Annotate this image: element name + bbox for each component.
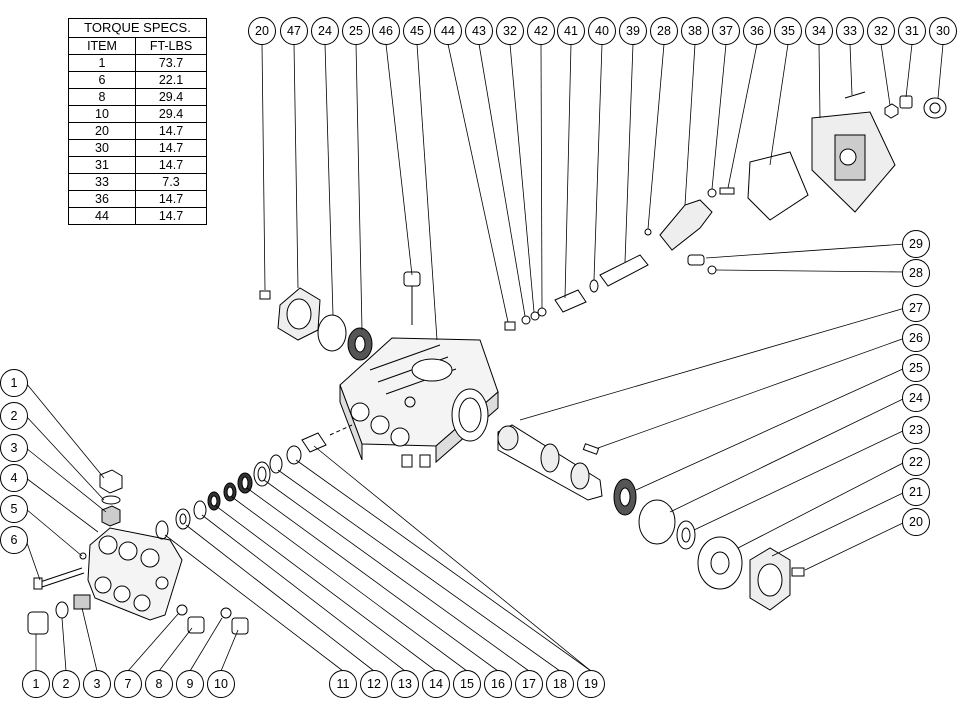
part-callout: 13 bbox=[391, 670, 419, 698]
torque-item: 6 bbox=[68, 71, 136, 89]
part-callout: 8 bbox=[145, 670, 173, 698]
part-callout: 1 bbox=[22, 670, 50, 698]
part-callout: 45 bbox=[403, 17, 431, 45]
part-callout: 26 bbox=[902, 324, 930, 352]
part-callout: 17 bbox=[515, 670, 543, 698]
torque-table-title: TORQUE SPECS. bbox=[68, 18, 207, 38]
torque-item: 20 bbox=[68, 122, 136, 140]
torque-value: 29.4 bbox=[135, 88, 207, 106]
part-callout: 20 bbox=[902, 508, 930, 536]
torque-item: 10 bbox=[68, 105, 136, 123]
part-callout: 25 bbox=[902, 354, 930, 382]
torque-value: 14.7 bbox=[135, 190, 207, 208]
part-callout: 14 bbox=[422, 670, 450, 698]
part-callout: 19 bbox=[577, 670, 605, 698]
part-callout: 36 bbox=[743, 17, 771, 45]
crankshaft bbox=[497, 424, 805, 611]
torque-item: 44 bbox=[68, 207, 136, 225]
part-callout: 42 bbox=[527, 17, 555, 45]
part-callout: 3 bbox=[83, 670, 111, 698]
part-callout: 33 bbox=[836, 17, 864, 45]
torque-item: 30 bbox=[68, 139, 136, 157]
part-callout: 44 bbox=[434, 17, 462, 45]
part-callout: 15 bbox=[453, 670, 481, 698]
part-callout: 7 bbox=[114, 670, 142, 698]
torque-item: 33 bbox=[68, 173, 136, 191]
part-callout: 3 bbox=[0, 434, 28, 462]
part-callout: 41 bbox=[557, 17, 585, 45]
part-callout: 18 bbox=[546, 670, 574, 698]
part-callout: 40 bbox=[588, 17, 616, 45]
part-callout: 21 bbox=[902, 478, 930, 506]
leader-lines bbox=[25, 43, 944, 672]
torque-value: 7.3 bbox=[135, 173, 207, 191]
part-callout: 35 bbox=[774, 17, 802, 45]
part-callout: 12 bbox=[360, 670, 388, 698]
part-callout: 2 bbox=[0, 402, 28, 430]
part-callout: 37 bbox=[712, 17, 740, 45]
part-callout: 38 bbox=[681, 17, 709, 45]
part-callout: 47 bbox=[280, 17, 308, 45]
torque-value: 14.7 bbox=[135, 207, 207, 225]
part-callout: 16 bbox=[484, 670, 512, 698]
part-callout: 34 bbox=[805, 17, 833, 45]
seal-stack bbox=[155, 424, 353, 540]
torque-item: 8 bbox=[68, 88, 136, 106]
part-callout: 20 bbox=[248, 17, 276, 45]
part-callout: 1 bbox=[0, 369, 28, 397]
torque-value: 22.1 bbox=[135, 71, 207, 89]
torque-value: 14.7 bbox=[135, 156, 207, 174]
torque-item: 36 bbox=[68, 190, 136, 208]
part-callout: 23 bbox=[902, 416, 930, 444]
part-callout: 2 bbox=[52, 670, 80, 698]
torque-value: 14.7 bbox=[135, 139, 207, 157]
torque-item: 1 bbox=[68, 54, 136, 72]
part-callout: 43 bbox=[465, 17, 493, 45]
part-callout: 24 bbox=[902, 384, 930, 412]
part-callout: 27 bbox=[902, 294, 930, 322]
manifold-head bbox=[27, 469, 249, 635]
part-callout: 22 bbox=[902, 448, 930, 476]
part-callout: 29 bbox=[902, 230, 930, 258]
part-callout: 24 bbox=[311, 17, 339, 45]
part-callout: 5 bbox=[0, 495, 28, 523]
rear-cover bbox=[747, 91, 947, 221]
part-callout: 32 bbox=[867, 17, 895, 45]
part-callout: 46 bbox=[372, 17, 400, 45]
part-callout: 30 bbox=[929, 17, 957, 45]
torque-col-item: ITEM bbox=[68, 37, 136, 55]
part-callout: 28 bbox=[650, 17, 678, 45]
part-callout: 10 bbox=[207, 670, 235, 698]
part-callout: 32 bbox=[496, 17, 524, 45]
part-callout: 28 bbox=[902, 259, 930, 287]
torque-col-value: FT-LBS bbox=[135, 37, 207, 55]
torque-value: 73.7 bbox=[135, 54, 207, 72]
torque-value: 14.7 bbox=[135, 122, 207, 140]
crankcase bbox=[339, 337, 499, 468]
part-callout: 11 bbox=[329, 670, 357, 698]
torque-value: 29.4 bbox=[135, 105, 207, 123]
part-callout: 4 bbox=[0, 464, 28, 492]
part-callout: 39 bbox=[619, 17, 647, 45]
part-callout: 31 bbox=[898, 17, 926, 45]
bearing-cover-left bbox=[259, 271, 421, 361]
part-callout: 9 bbox=[176, 670, 204, 698]
torque-item: 31 bbox=[68, 156, 136, 174]
part-callout: 6 bbox=[0, 526, 28, 554]
part-callout: 25 bbox=[342, 17, 370, 45]
connecting-rod-assembly bbox=[504, 187, 735, 331]
